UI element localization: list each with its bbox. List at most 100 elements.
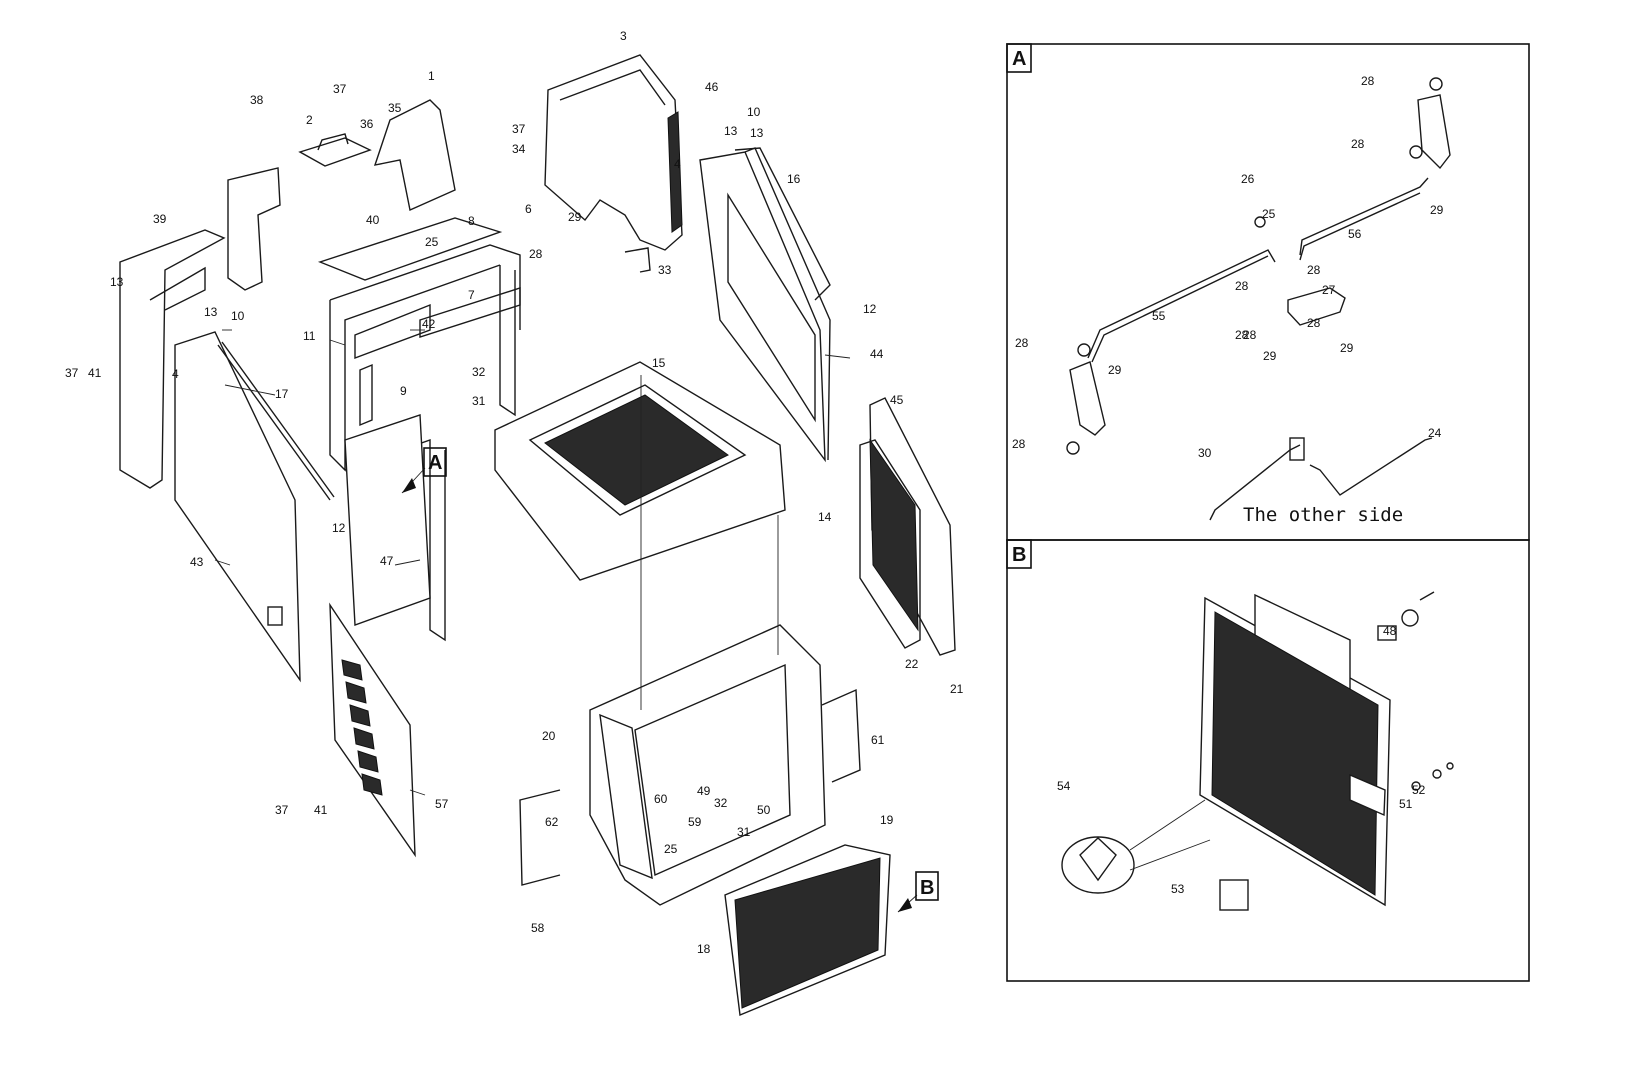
callout-main-18: 18 bbox=[697, 942, 711, 956]
callout-a-28: 28 bbox=[1243, 328, 1257, 342]
callout-main-9: 9 bbox=[400, 384, 407, 398]
part-22-radiator bbox=[859, 397, 956, 656]
detail-panel-a: A The other side bbox=[1006, 43, 1530, 541]
callout-main-60: 60 bbox=[654, 792, 668, 806]
callout-main-45: 45 bbox=[890, 393, 904, 407]
callout-main-35: 35 bbox=[388, 101, 402, 115]
callout-main-38: 38 bbox=[250, 93, 264, 107]
detail-panel-b: B bbox=[1006, 539, 1530, 982]
callout-main-13: 13 bbox=[724, 124, 738, 138]
part-44-right-panel bbox=[699, 147, 831, 463]
callout-main-37: 37 bbox=[275, 803, 289, 817]
callout-a-55: 55 bbox=[1152, 309, 1166, 323]
callout-b-52: 52 bbox=[1412, 783, 1426, 797]
callout-main-11: 11 bbox=[303, 329, 316, 343]
callout-main-50: 50 bbox=[757, 803, 771, 817]
callout-a-28: 28 bbox=[1307, 316, 1321, 330]
callout-main-29: 29 bbox=[568, 210, 582, 224]
callout-b-54: 54 bbox=[1057, 779, 1071, 793]
callout-a-29: 29 bbox=[1263, 349, 1277, 363]
callout-a-28: 28 bbox=[1361, 74, 1375, 88]
callout-main-33: 33 bbox=[658, 263, 672, 277]
callout-main-44: 44 bbox=[870, 347, 884, 361]
callout-main-4: 4 bbox=[172, 367, 179, 381]
panel-a-note: The other side bbox=[1243, 504, 1403, 526]
callout-main-31: 31 bbox=[737, 825, 751, 839]
part-16-handle bbox=[734, 147, 831, 301]
part-3-hood bbox=[544, 54, 683, 251]
part-20-front-shroud bbox=[589, 624, 826, 906]
callout-main-36: 36 bbox=[360, 117, 374, 131]
callout-a-30: 30 bbox=[1198, 446, 1212, 460]
part-56-rod bbox=[1299, 177, 1429, 261]
pointer-flag-a: A bbox=[401, 447, 447, 494]
callout-main-13: 13 bbox=[750, 126, 764, 140]
part-57-vented-panel bbox=[329, 602, 416, 858]
callout-main-41: 41 bbox=[314, 803, 328, 817]
callout-a-26: 26 bbox=[1241, 172, 1255, 186]
callout-a-29: 29 bbox=[1108, 363, 1122, 377]
callout-main-41: 41 bbox=[88, 366, 102, 380]
part-55-rod bbox=[1087, 249, 1276, 363]
part-27-bracket bbox=[1287, 287, 1346, 326]
callout-main-21: 21 bbox=[950, 682, 964, 696]
part-grille-detail bbox=[1199, 593, 1391, 907]
part-54-badge bbox=[1061, 836, 1135, 894]
callout-main-10: 10 bbox=[231, 309, 245, 323]
callout-a-28: 28 bbox=[1015, 336, 1029, 350]
callout-a-56: 56 bbox=[1348, 227, 1362, 241]
pointer-flag-b: B bbox=[897, 871, 939, 913]
callout-a-27: 27 bbox=[1322, 283, 1336, 297]
callout-main-7: 7 bbox=[468, 288, 475, 302]
lever-bottom bbox=[1069, 361, 1106, 436]
callout-main-37: 37 bbox=[65, 366, 79, 380]
part-30-rod bbox=[1209, 444, 1301, 521]
callout-main-12: 12 bbox=[863, 302, 877, 316]
callout-main-31: 31 bbox=[472, 394, 486, 408]
part-61-handle bbox=[821, 688, 861, 783]
part-2-plate bbox=[298, 137, 372, 167]
callout-main-42: 42 bbox=[422, 317, 436, 331]
callout-b-53: 53 bbox=[1171, 882, 1185, 896]
callout-main-57: 57 bbox=[435, 797, 449, 811]
callout-main-25: 25 bbox=[664, 842, 678, 856]
svg-text:B: B bbox=[920, 877, 934, 899]
callout-main-1: 1 bbox=[428, 69, 435, 83]
callout-main-28: 28 bbox=[529, 247, 543, 261]
callout-main-16: 16 bbox=[787, 172, 801, 186]
callout-main-8: 8 bbox=[468, 214, 475, 228]
callout-a-29: 29 bbox=[1340, 341, 1354, 355]
callout-main-37: 37 bbox=[512, 122, 526, 136]
callout-main-39: 39 bbox=[153, 212, 167, 226]
part-15-top-panel bbox=[494, 361, 786, 581]
callout-main-20: 20 bbox=[542, 729, 556, 743]
callout-main-19: 19 bbox=[880, 813, 894, 827]
callout-a-29: 29 bbox=[1430, 203, 1444, 217]
callout-main-61: 61 bbox=[871, 733, 885, 747]
callout-main-46: 46 bbox=[705, 80, 719, 94]
callout-main-62: 62 bbox=[545, 815, 559, 829]
callout-a-28: 28 bbox=[1012, 437, 1026, 451]
callout-main-22: 22 bbox=[905, 657, 919, 671]
part-39-left-panel bbox=[119, 229, 226, 489]
callout-main-2: 2 bbox=[306, 113, 313, 127]
part-38-bracket bbox=[227, 167, 281, 291]
part-58-handle bbox=[519, 789, 561, 886]
callout-main-40: 40 bbox=[366, 213, 380, 227]
callout-main-34: 34 bbox=[512, 142, 526, 156]
callout-a-24: 24 bbox=[1428, 426, 1442, 440]
callout-main-6: 6 bbox=[525, 202, 532, 216]
callout-b-48: 48 bbox=[1383, 624, 1397, 638]
callout-a-28: 28 bbox=[1307, 263, 1321, 277]
callout-main-25: 25 bbox=[425, 235, 439, 249]
callout-main-58: 58 bbox=[531, 921, 545, 935]
callout-main-13: 13 bbox=[204, 305, 218, 319]
callout-b-51: 51 bbox=[1399, 797, 1413, 811]
part-43-left-door bbox=[174, 331, 301, 683]
part-5-top-plate bbox=[317, 217, 503, 281]
main-exploded-view bbox=[119, 54, 956, 1016]
callout-main-47: 47 bbox=[380, 554, 394, 568]
callout-main-32: 32 bbox=[472, 365, 486, 379]
part-18-front-grille bbox=[724, 844, 891, 1016]
